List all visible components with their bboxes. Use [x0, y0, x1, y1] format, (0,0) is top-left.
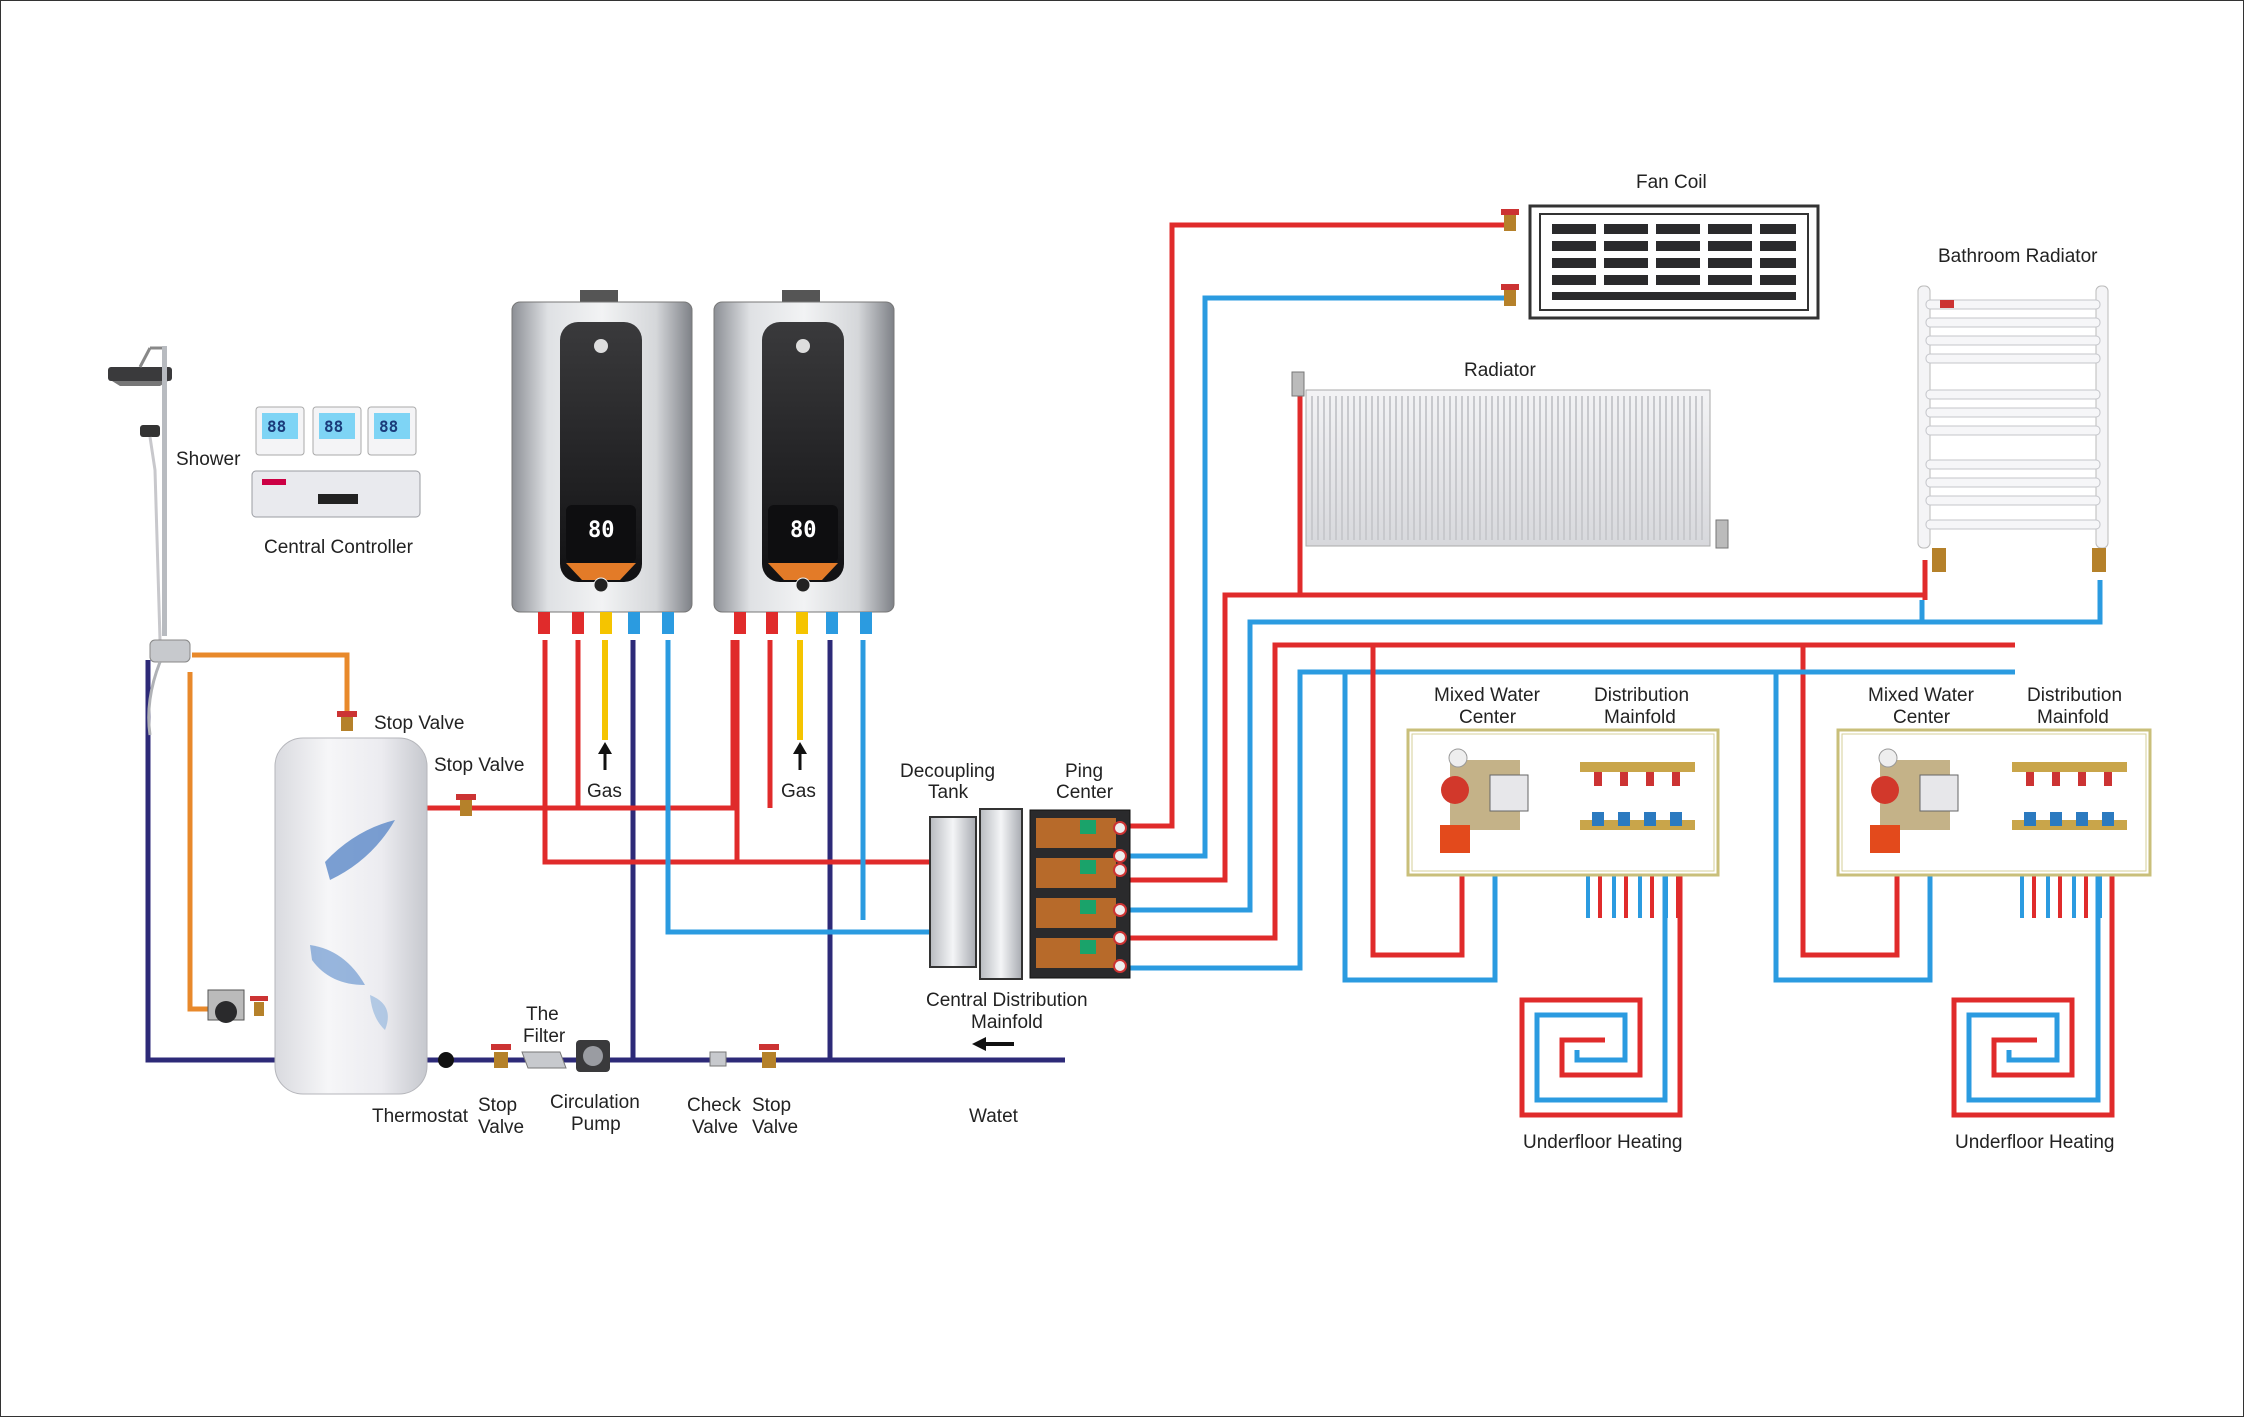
label-underfloor-heating-1: Underfloor Heating [1523, 1132, 1682, 1153]
svg-text:80: 80 [790, 518, 817, 543]
circulation-pump-icon [576, 1040, 610, 1072]
zone2-hot-loop [1800, 645, 1900, 958]
zone-cold-main [1130, 669, 2015, 971]
label-ping-center-2: Center [1056, 782, 1114, 803]
fan-coil-valves [1501, 209, 1519, 306]
label-mixed-water-2b: Center [1893, 707, 1951, 728]
underfloor-heating-coil-2 [1951, 997, 2115, 1118]
svg-text:88: 88 [267, 417, 286, 436]
underfloor-heating-coil-1 [1519, 997, 1683, 1118]
gas-boiler-1: 80 [511, 290, 693, 634]
tank-hot-outlet [425, 640, 736, 811]
filter-icon [521, 1051, 567, 1069]
label-circulation-pump-1: Circulation [550, 1092, 640, 1113]
label-decoupling-tank-2: Tank [928, 782, 969, 803]
orange-pipe-tank-to-shower [192, 652, 350, 728]
label-shower: Shower [176, 449, 241, 470]
svg-text:88: 88 [379, 417, 398, 436]
bottom-stop-valve-1-icon [491, 1044, 511, 1068]
pipe-network [145, 222, 2115, 1063]
mixed-water-center-2 [1836, 728, 2152, 877]
label-mixed-water-1a: Mixed Water [1434, 685, 1541, 706]
label-fan-coil: Fan Coil [1636, 172, 1707, 193]
label-central-controller: Central Controller [264, 537, 414, 558]
flow-arrow-icon [972, 1037, 1014, 1051]
mixed-water-center-1 [1406, 728, 1720, 877]
label-mixed-water-1b: Center [1459, 707, 1517, 728]
label-mixed-water-2a: Mixed Water [1868, 685, 1975, 706]
thermostat-panel-1: 88 [255, 406, 305, 456]
label-radiator: Radiator [1464, 360, 1536, 381]
label-stop-valve-top: Stop Valve [374, 713, 464, 734]
decoupling-tank [929, 808, 1023, 980]
label-ping-center-1: Ping [1065, 761, 1103, 782]
panel-radiator [1291, 371, 1729, 549]
bathroom-towel-radiator [1917, 285, 2109, 572]
fan-coil-unit [1501, 204, 1820, 320]
fan-coil-cold [1130, 295, 1510, 859]
boiler1-connectors [538, 612, 674, 634]
svg-text:80: 80 [588, 518, 615, 543]
label-distribution-1b: Mainfold [1604, 707, 1676, 728]
boiler1-hot-out [542, 808, 930, 865]
label-stop-valve-b2b: Valve [752, 1117, 798, 1138]
zone2-cold-loop [1773, 672, 1933, 983]
gas-arrow-icon [598, 742, 807, 770]
svg-text:88: 88 [324, 417, 343, 436]
hot-water-storage-tank [274, 737, 428, 1095]
zone1-cold-loop [1342, 672, 1498, 983]
shower-icon [108, 346, 191, 736]
room-thermostats: 88 88 88 [255, 406, 417, 456]
label-stop-valve-b1b: Valve [478, 1117, 524, 1138]
zone-hot-main [1130, 642, 2015, 941]
label-distribution-2b: Mainfold [2037, 707, 2109, 728]
label-stop-valve-b1a: Stop [478, 1095, 517, 1116]
boiler2-connectors [734, 612, 872, 634]
shower-pump-icon [207, 989, 268, 1023]
fan-coil-hot [1130, 222, 1510, 829]
label-thermostat: Thermostat [372, 1106, 469, 1127]
thermostat-sensor-icon [438, 1052, 454, 1068]
thermostat-panel-2: 88 [312, 406, 362, 456]
check-valve-icon [709, 1051, 727, 1067]
thermostat-panel-3: 88 [367, 406, 417, 456]
bottom-stop-valve-2-icon [759, 1044, 779, 1068]
bath-radiator-cold [1250, 580, 2103, 625]
stop-valve-icon [337, 711, 357, 731]
label-check-valve-1: Check [687, 1095, 741, 1116]
ping-center-manifold [1029, 809, 1131, 979]
label-circulation-pump-2: Pump [571, 1114, 621, 1135]
gas-boiler-2: 80 [713, 290, 895, 634]
label-central-distribution-1: Central Distribution [926, 990, 1088, 1011]
label-stop-valve-tank: Stop Valve [434, 755, 524, 776]
label-gas-2: Gas [781, 781, 816, 802]
boiler1-cold-return [665, 640, 930, 935]
label-the-filter-2: Filter [523, 1026, 566, 1047]
central-controller-unit [251, 470, 421, 518]
zone1-hot-loop [1370, 645, 1465, 958]
label-decoupling-tank-1: Decoupling [900, 761, 995, 782]
label-water: Watet [969, 1106, 1019, 1127]
label-distribution-2a: Distribution [2027, 685, 2122, 706]
diagram-labels: Fan Coil Bathroom Radiator Radiator Show… [176, 172, 2122, 1153]
label-gas-1: Gas [587, 781, 622, 802]
label-check-valve-2: Valve [692, 1117, 738, 1138]
label-central-distribution-2: Mainfold [971, 1012, 1043, 1033]
stop-valve-tank-icon [456, 794, 476, 816]
domestic-pipe-left [145, 660, 280, 1063]
label-the-filter-1: The [526, 1004, 559, 1025]
label-distribution-1a: Distribution [1594, 685, 1689, 706]
label-underfloor-heating-2: Underfloor Heating [1955, 1132, 2114, 1153]
label-bathroom-radiator: Bathroom Radiator [1938, 246, 2098, 267]
orange-pipe-pump-to-shower [187, 672, 220, 1012]
label-stop-valve-b2a: Stop [752, 1095, 791, 1116]
